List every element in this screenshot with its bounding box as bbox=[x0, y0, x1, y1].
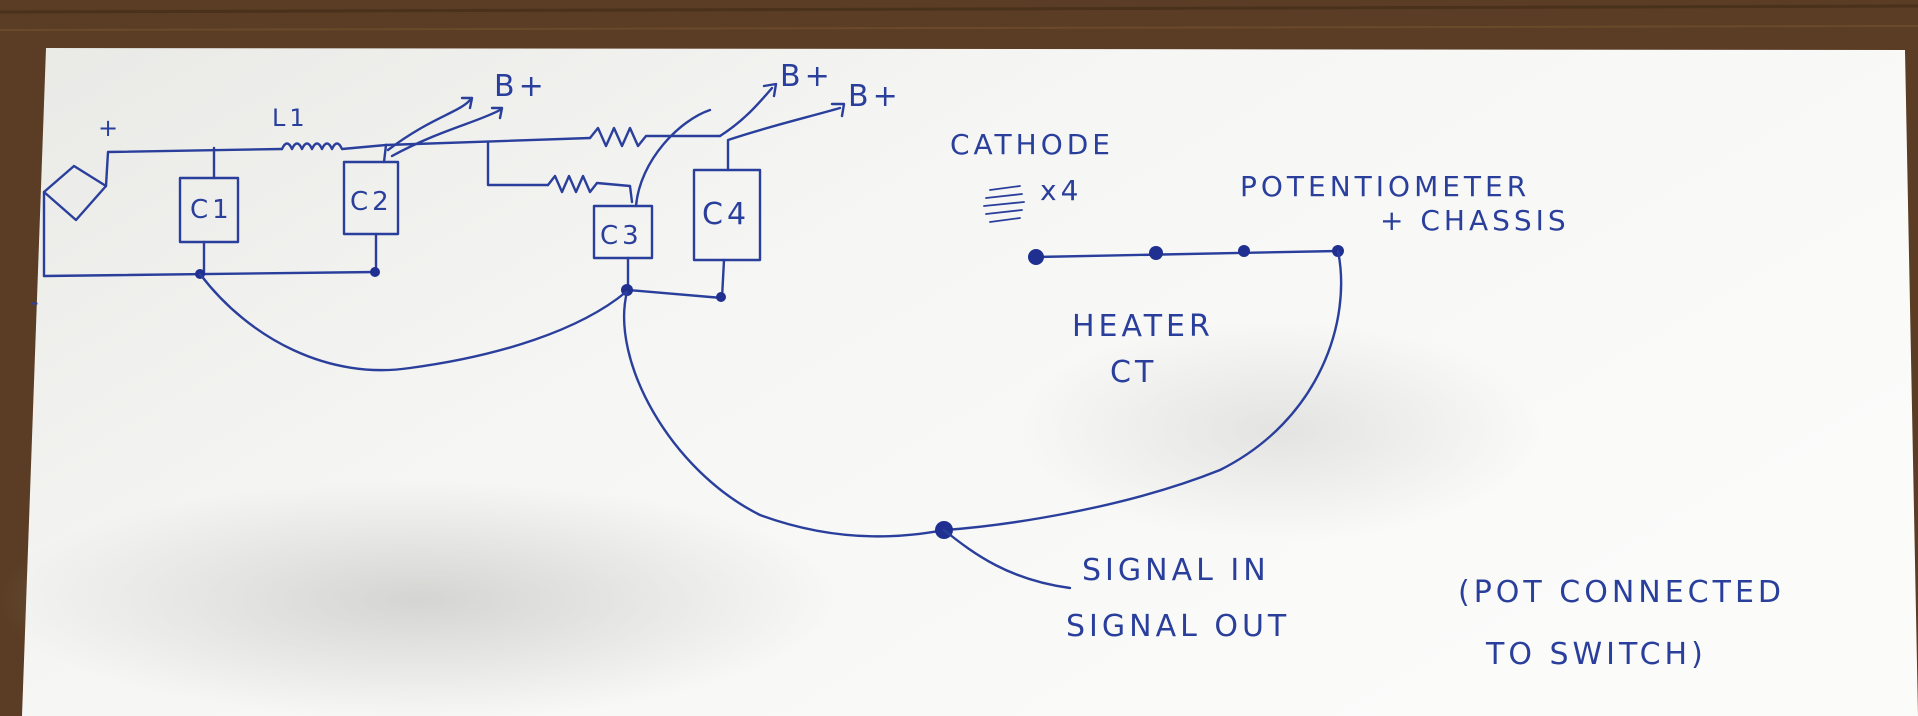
pin-strip bbox=[935, 185, 1344, 590]
resistor-top bbox=[588, 126, 722, 148]
capacitor-c3 bbox=[592, 204, 654, 260]
label-signal-out: SIGNAL OUT bbox=[1066, 609, 1290, 644]
label-ct: CT bbox=[1110, 355, 1157, 390]
paper-shadow bbox=[0, 480, 840, 716]
label-c2: C2 bbox=[350, 187, 393, 217]
label-cathode: CATHODE bbox=[950, 128, 1114, 161]
junction-node bbox=[716, 292, 726, 302]
label-signal-in: SIGNAL IN bbox=[1082, 553, 1270, 588]
label-minus: - bbox=[30, 288, 43, 316]
label-c4: C4 bbox=[702, 197, 750, 232]
resistor-bottom bbox=[546, 174, 634, 204]
junction-node bbox=[370, 267, 380, 277]
label-heater: HEATER bbox=[1072, 309, 1214, 344]
inductor-coil bbox=[280, 142, 388, 151]
label-note-line2: TO SWITCH) bbox=[1485, 637, 1707, 672]
label-plus: + bbox=[98, 114, 122, 142]
label-c1: C1 bbox=[190, 195, 233, 225]
label-l1: L1 bbox=[272, 104, 309, 132]
rectifier-circuit bbox=[42, 82, 947, 538]
label-potentiometer: POTENTIOMETER bbox=[1240, 170, 1530, 203]
heater-pin bbox=[1149, 246, 1163, 260]
label-chassis: + CHASSIS bbox=[1380, 204, 1570, 237]
capacitor-c2 bbox=[342, 160, 400, 236]
label-bplus-2: B+ bbox=[780, 59, 834, 94]
label-note-line1: (POT CONNECTED bbox=[1458, 575, 1785, 610]
cathode-pin bbox=[1028, 249, 1044, 265]
label-bplus-1: B+ bbox=[494, 69, 548, 104]
heater-ct-pin bbox=[1238, 245, 1250, 257]
label-c3: C3 bbox=[600, 221, 643, 251]
label-cathode-count: x4 bbox=[1040, 174, 1082, 207]
capacitor-c1 bbox=[178, 176, 240, 244]
label-bplus-3: B+ bbox=[848, 79, 902, 114]
paper-shadow-2 bbox=[1020, 320, 1540, 540]
scribble-mark bbox=[983, 185, 1025, 223]
